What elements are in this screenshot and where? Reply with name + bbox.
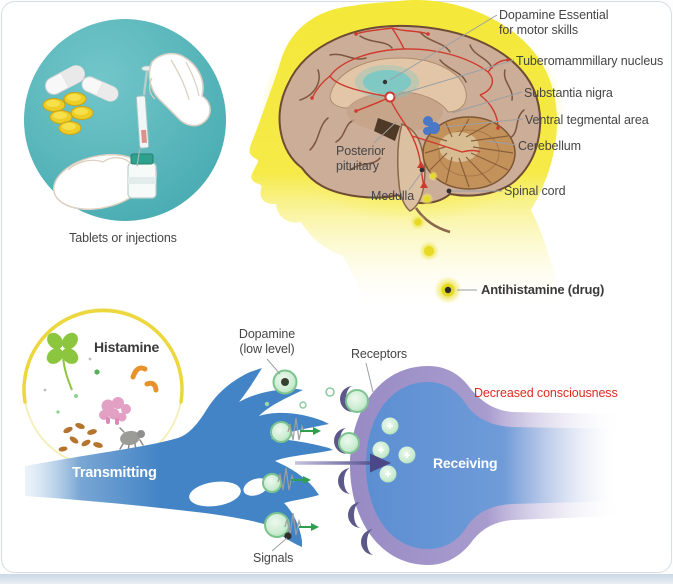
small-vesicle	[264, 401, 270, 407]
spinal-cord-dot	[446, 188, 452, 194]
dopamine-vesicle	[272, 369, 298, 395]
leader-lines	[373, 14, 524, 291]
synapse-leader-lines	[266, 358, 374, 552]
label-dopamine-essential: Dopamine Essential for motor skills	[499, 8, 609, 38]
signals-dot	[284, 532, 292, 540]
vial-icon	[127, 153, 157, 199]
transmission-arrow	[295, 453, 391, 473]
signal-vesicle	[270, 417, 321, 443]
label-substantia-nigra: Substantia nigra	[524, 86, 613, 100]
neuron-gap	[189, 481, 241, 507]
label-receiving: Receiving	[433, 455, 498, 471]
dopamine-dots-inside	[372, 417, 416, 483]
seeds-allergen-icon	[58, 423, 103, 452]
yellow-ring	[22, 308, 184, 404]
label-signals: Signals	[253, 551, 294, 565]
pollen-dots	[43, 357, 100, 414]
brain-gyri-lines	[299, 31, 525, 171]
label-posterior-pituitary: Posterior pituitary	[336, 144, 386, 174]
medulla-dot	[419, 167, 425, 173]
small-vesicle	[299, 401, 307, 409]
pathway-end-dots	[310, 32, 510, 188]
label-dopamine-low: Dopamine (low level)	[238, 327, 296, 357]
antihistamine-dot	[434, 276, 462, 304]
label-spinal-cord: Spinal cord	[504, 184, 566, 198]
capsule-icon	[81, 76, 119, 102]
label-cerebellum: Cerebellum	[518, 139, 581, 153]
label-antihistamine: Antihistamine (drug)	[481, 282, 605, 297]
dopamine-target-dot	[382, 79, 388, 85]
thalamic-region	[347, 92, 443, 132]
coral-pollen-icon	[99, 397, 131, 425]
small-vesicle	[325, 387, 335, 397]
label-transmitting: Transmitting	[72, 465, 157, 481]
dust-mite-icon	[119, 427, 145, 452]
hand-holding-syringe	[148, 52, 211, 127]
cerebellum-illustration	[422, 116, 516, 190]
label-medulla: Medulla	[371, 189, 415, 203]
bottom-strip	[0, 574, 673, 584]
signal-vesicle	[264, 512, 319, 540]
ventral-tegmental-blob	[423, 116, 440, 135]
head-brain-illustration	[249, 0, 564, 308]
transmitting-neuron	[25, 368, 333, 547]
label-histamine: Histamine	[94, 339, 160, 355]
dopamine-pathways	[311, 27, 509, 189]
clover-allergen-icon	[46, 332, 79, 391]
drug-dot-trail	[410, 171, 462, 304]
label-ventral-tegmental: Ventral tegmental area	[525, 113, 649, 127]
tuberomammillary-node	[384, 91, 396, 103]
tablets-circle-illustration	[24, 19, 226, 221]
signal-vesicle	[262, 467, 311, 493]
docked-vesicle	[345, 389, 369, 413]
spinal-cord-line	[414, 207, 451, 234]
receiving-interior	[366, 382, 618, 549]
receptor-crescents	[334, 386, 374, 555]
label-receptors: Receptors	[351, 347, 408, 361]
label-tuberomammillary: Tuberomammillary nucleus	[516, 54, 664, 68]
docked-vesicle	[338, 432, 360, 454]
tablets-caption: Tablets or injections	[69, 231, 177, 245]
capsule-icon	[44, 65, 86, 95]
vesicles-and-signals	[262, 358, 391, 552]
label-decreased-consciousness: Decreased consciousness	[474, 386, 618, 400]
tablet-pills-icon	[42, 92, 94, 135]
receiving-neuron	[334, 366, 618, 565]
brainstem	[397, 122, 426, 212]
worm-allergen-icon	[130, 365, 159, 393]
